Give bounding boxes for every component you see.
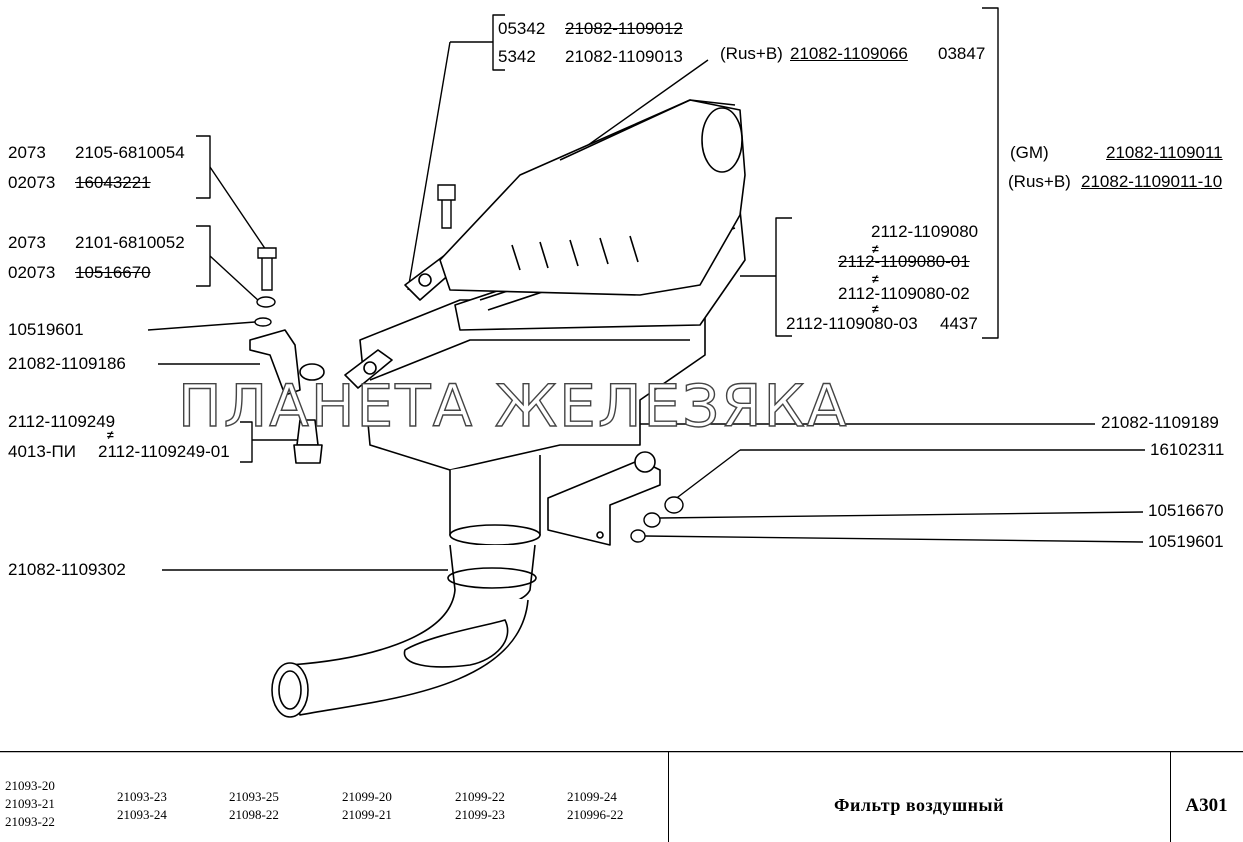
callout-gm-prefix: (GM)	[1010, 143, 1049, 162]
model-code: 21099-24	[567, 789, 617, 804]
callout-bolt1-part-1: 2105-6810054	[75, 143, 185, 162]
page-title: Фильтр воздушный	[834, 795, 1004, 815]
callout-rusb-part: 21082-1109066	[790, 44, 908, 63]
callout-gm-part: 21082-1109011	[1106, 143, 1223, 162]
callout-top-code-2: 5342	[498, 47, 536, 66]
watermark: ПЛАНЕТА ЖЕЛЕЗЯКА	[177, 371, 849, 440]
model-code: 21093-20	[5, 778, 55, 793]
title-block: 21093-20 21093-21 21093-22 21093-23 2109…	[0, 751, 1243, 842]
left-bolt	[257, 247, 277, 291]
callout-right-nut: 16102311	[1150, 440, 1225, 459]
callout-filter-element-4: 2112-1109080-03	[786, 314, 918, 333]
model-column-6: 21099-24 210996-22	[567, 788, 623, 824]
top-bolt	[437, 184, 456, 229]
callout-top-code-1: 05342	[498, 19, 546, 38]
callout-bracket-left: 21082-1109186	[8, 354, 126, 373]
model-column-3: 21093-25 21098-22	[229, 788, 279, 824]
callout-bolt2-part-2: 10516670	[75, 263, 151, 282]
callout-bolt2-code-1: 2073	[8, 233, 46, 252]
callout-rusb-prefix: (Rus+B)	[720, 44, 783, 63]
left-washer-2	[254, 317, 272, 327]
model-column-4: 21099-20 21099-21	[342, 788, 392, 824]
callout-sensor-part-2: 2112-1109249-01	[98, 442, 230, 461]
left-group1-bracket	[196, 135, 211, 199]
callout-rusb-body-prefix: (Rus+B)	[1008, 172, 1071, 191]
not-equal-mark: ≠	[872, 242, 879, 256]
callout-bolt1-part-2: 16043221	[75, 173, 151, 192]
model-code: 21093-25	[229, 789, 279, 804]
sensor-bracket	[240, 421, 253, 463]
filter-housing	[249, 99, 746, 718]
model-code: 21093-21	[5, 796, 55, 811]
not-equal-mark: ≠	[872, 272, 879, 286]
callout-sensor-part-1: 2112-1109249	[8, 412, 116, 431]
page-code: A301	[1185, 795, 1228, 816]
callout-filter-element-1: 2112-1109080	[871, 222, 979, 241]
left-washer-1	[256, 296, 276, 308]
callout-washer-left: 10519601	[8, 320, 84, 339]
callout-bolt1-code-2: 02073	[8, 173, 56, 192]
callout-filter-element-2: 2112-1109080-01	[838, 252, 970, 271]
right-washer-a	[643, 512, 661, 528]
callout-bolt2-code-2: 02073	[8, 263, 56, 282]
model-column-5: 21099-22 21099-23	[455, 788, 505, 824]
model-code: 21093-23	[117, 789, 167, 804]
callout-right-bracket: 21082-1109189	[1101, 413, 1219, 432]
callout-filter-element-3: 2112-1109080-02	[838, 284, 970, 303]
callout-sensor-code-2: 4013-ПИ	[8, 442, 76, 461]
right-washer-b	[630, 529, 646, 543]
model-code: 21093-24	[117, 807, 167, 822]
model-code: 21099-23	[455, 807, 505, 822]
model-code: 21099-20	[342, 789, 392, 804]
model-column-1: 21093-20 21093-21 21093-22	[5, 777, 55, 831]
callout-rusb-body-part: 21082-1109011-10	[1081, 172, 1223, 191]
right-nut	[664, 496, 684, 514]
model-code: 210996-22	[567, 807, 624, 822]
callout-top-part-1: 21082-1109012	[565, 19, 683, 38]
model-code: 21099-21	[342, 807, 392, 822]
callout-filter-element-4-code: 4437	[940, 314, 978, 333]
filter-element-bracket	[775, 217, 792, 337]
callout-right-washer-1: 10516670	[1148, 501, 1224, 520]
model-column-2: 21093-23 21093-24	[117, 788, 167, 824]
callout-right-washer-2: 10519601	[1148, 532, 1224, 551]
gm-bracket	[982, 7, 999, 339]
left-group2-bracket	[196, 225, 211, 287]
model-code: 21098-22	[229, 807, 279, 822]
callout-bolt1-code-1: 2073	[8, 143, 46, 162]
model-code: 21099-22	[455, 789, 505, 804]
callout-hose: 21082-1109302	[8, 560, 126, 579]
callout-rusb-code: 03847	[938, 44, 986, 63]
callout-top-part-2: 21082-1109013	[565, 47, 683, 66]
not-equal-mark: ≠	[872, 302, 879, 316]
not-equal-mark: ≠	[107, 428, 114, 442]
callout-bolt2-part-1: 2101-6810052	[75, 233, 185, 252]
model-code: 21093-22	[5, 814, 55, 829]
title-block-frame	[0, 751, 1243, 842]
